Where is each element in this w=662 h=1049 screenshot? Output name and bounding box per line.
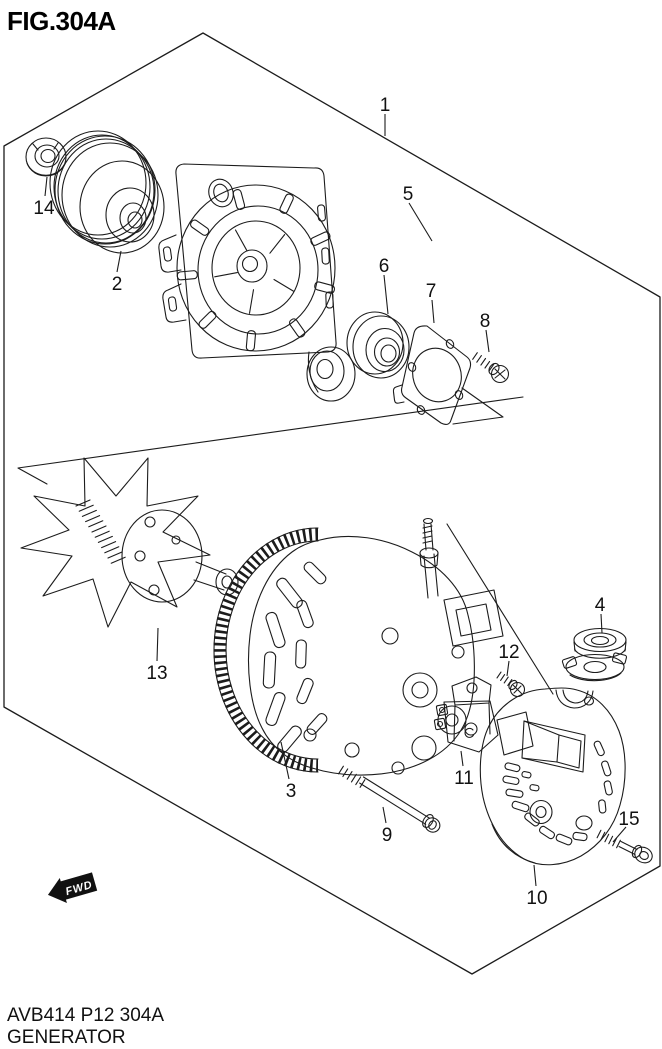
callout-1: 1 bbox=[380, 95, 391, 116]
callout-5: 5 bbox=[403, 184, 414, 205]
callout-leader-3 bbox=[280, 741, 290, 780]
part-2-pulley bbox=[49, 130, 165, 254]
part-7-retainer-plate bbox=[392, 325, 472, 426]
part-8-screw bbox=[472, 352, 510, 384]
diagram-border bbox=[3, 32, 661, 975]
callout-9: 9 bbox=[382, 825, 393, 846]
callout-12: 12 bbox=[498, 642, 519, 663]
callout-leader-9 bbox=[382, 806, 387, 824]
rotor-core-hatching bbox=[75, 499, 126, 564]
footer-code: AVB414 P12 304A bbox=[7, 1005, 164, 1026]
callout-leader-2 bbox=[116, 250, 122, 273]
part-12-screw bbox=[496, 671, 526, 698]
callout-4: 4 bbox=[595, 595, 606, 616]
part-13-rotor bbox=[20, 457, 239, 628]
callout-13: 13 bbox=[146, 663, 167, 684]
callout-leader-5 bbox=[408, 202, 433, 242]
connector-lines bbox=[17, 387, 554, 695]
callout-2: 2 bbox=[112, 274, 123, 295]
callout-leader-14 bbox=[44, 176, 48, 197]
part-3-stator-assembly bbox=[213, 517, 504, 776]
callout-15: 15 bbox=[618, 809, 639, 830]
callout-7: 7 bbox=[426, 281, 437, 302]
part-11-brush-holder bbox=[433, 676, 499, 753]
part-6-bearing bbox=[346, 311, 410, 379]
figure-title: FIG.304A bbox=[7, 6, 116, 36]
part-9-through-bolt bbox=[338, 765, 441, 833]
callout-14: 14 bbox=[33, 198, 55, 219]
callout-leader-8 bbox=[485, 329, 490, 353]
part-4-insulator-set bbox=[561, 627, 628, 682]
part-15-bolt bbox=[596, 829, 653, 864]
callout-6: 6 bbox=[379, 256, 390, 277]
callout-leader-15 bbox=[612, 826, 627, 843]
callout-11: 11 bbox=[454, 768, 474, 789]
callout-8: 8 bbox=[480, 311, 491, 332]
fwd-arrow-icon bbox=[47, 877, 67, 903]
callout-leader-13 bbox=[156, 627, 159, 662]
callout-leader-12 bbox=[506, 660, 510, 677]
footer-name: GENERATOR bbox=[7, 1027, 126, 1048]
callout-3: 3 bbox=[286, 781, 297, 802]
part-14-nut bbox=[25, 137, 67, 177]
fwd-flag: FWD bbox=[47, 872, 98, 903]
callout-leader-6 bbox=[383, 274, 389, 315]
callout-leader-10 bbox=[533, 864, 537, 887]
part-10-rear-cover bbox=[479, 687, 626, 866]
callout-leader-7 bbox=[431, 299, 435, 324]
callout-10: 10 bbox=[526, 888, 547, 909]
callout-leader-4 bbox=[600, 613, 603, 634]
part-1-front-housing bbox=[158, 163, 356, 402]
callout-leader-11 bbox=[460, 750, 464, 767]
